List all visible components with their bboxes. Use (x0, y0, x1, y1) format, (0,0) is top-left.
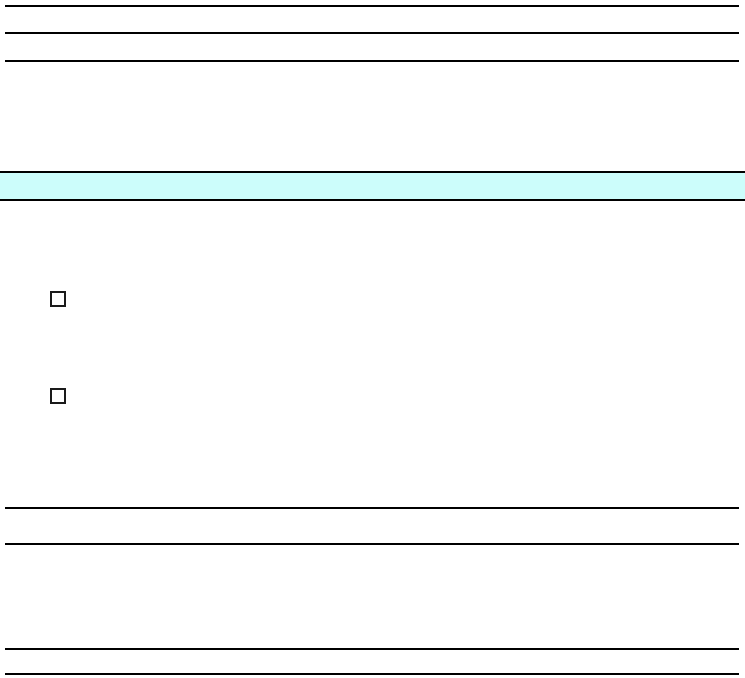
rule-bottom-1 (5, 648, 739, 650)
rule-mid-2 (5, 543, 739, 545)
rule-mid-1 (5, 507, 739, 509)
checkbox-option-1[interactable] (50, 291, 66, 307)
rule-top-2 (5, 32, 739, 34)
rule-top-1 (5, 5, 739, 7)
rule-top-3 (5, 60, 739, 62)
highlight-band-bottom-rule (0, 199, 745, 201)
highlight-band-top-rule (0, 171, 745, 173)
checkbox-option-2[interactable] (50, 388, 66, 404)
rule-bottom-2 (5, 673, 739, 675)
highlight-band (0, 173, 745, 199)
